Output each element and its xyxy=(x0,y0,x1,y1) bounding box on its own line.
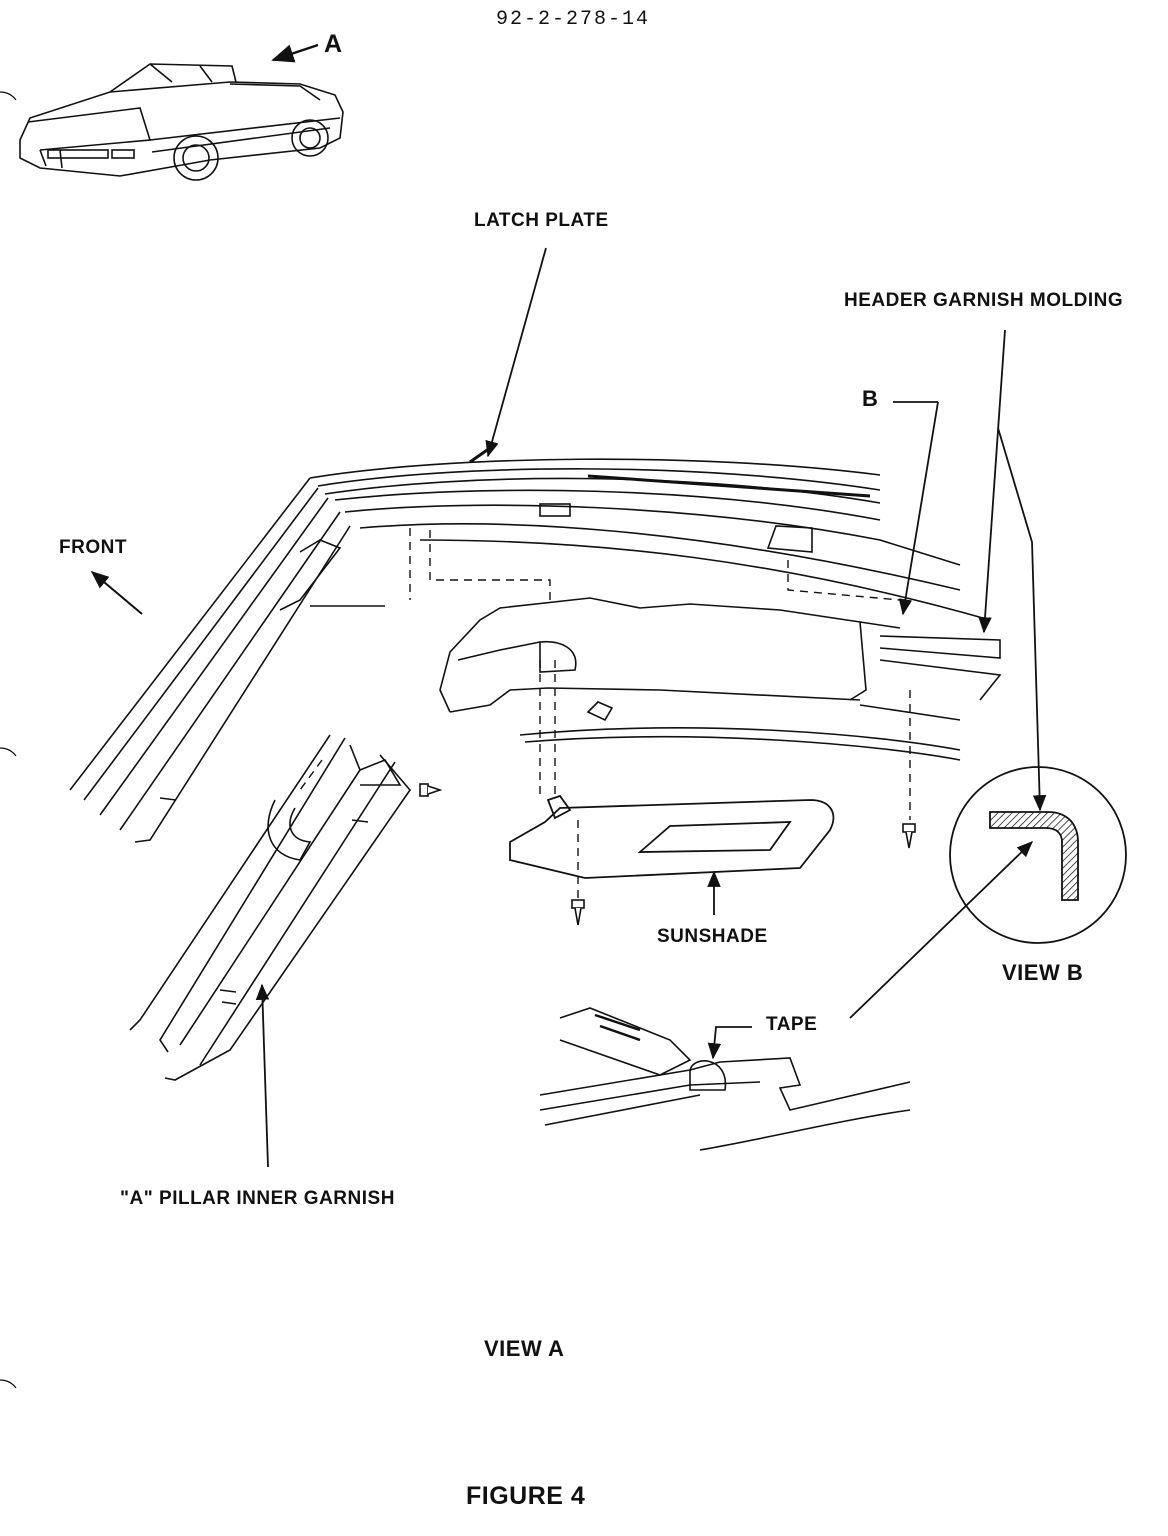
molding-leader xyxy=(978,329,1006,634)
sunshade-part xyxy=(509,794,835,879)
view-a-callout-arrow xyxy=(271,43,319,63)
fastener-alignment-lines xyxy=(299,528,911,900)
a-pillar-inner-garnish-part xyxy=(129,734,412,1081)
view-b-label: VIEW B xyxy=(1002,960,1084,985)
sunshade-label: SUNSHADE xyxy=(657,926,768,947)
view-b-circle xyxy=(949,766,1127,944)
header-garnish-molding-label: HEADER GARNISH MOLDING xyxy=(844,290,1124,311)
screw-header xyxy=(902,823,916,849)
view-b-detail xyxy=(949,766,1127,944)
tape-detail xyxy=(539,1007,911,1151)
a-pillar-inner-garnish-label: "A" PILLAR INNER GARNISH xyxy=(120,1188,395,1209)
molding-leader-to-view-b xyxy=(997,427,1047,812)
tape-to-view-b-leader xyxy=(849,841,1033,1019)
tape-leader xyxy=(707,1026,752,1060)
screw-pillar xyxy=(419,783,443,797)
windshield-header xyxy=(309,446,991,621)
view-a-title: VIEW A xyxy=(484,1336,565,1361)
view-b-callout-label: B xyxy=(862,386,879,411)
margin-marks xyxy=(0,91,17,1389)
figure-title: FIGURE 4 xyxy=(466,1482,586,1510)
tape-label: TAPE xyxy=(766,1014,818,1035)
front-label: FRONT xyxy=(59,537,127,558)
a-pillar xyxy=(69,477,385,843)
front-direction-arrow xyxy=(90,571,143,615)
latch-plate-leader xyxy=(485,247,547,458)
view-a-callout-label: A xyxy=(324,30,343,58)
header-rail xyxy=(519,701,961,761)
pillar-garnish-leader xyxy=(255,983,270,1168)
convertible-car-illustration xyxy=(19,63,344,181)
header-garnish-molding-part xyxy=(439,597,1002,713)
screws xyxy=(419,783,916,926)
latch-plate-label: LATCH PLATE xyxy=(474,210,609,231)
document-number: 92-2-278-14 xyxy=(496,8,651,31)
leader-lines xyxy=(255,247,1047,1168)
screw-sunshade xyxy=(571,899,585,926)
b-leader xyxy=(898,401,939,616)
